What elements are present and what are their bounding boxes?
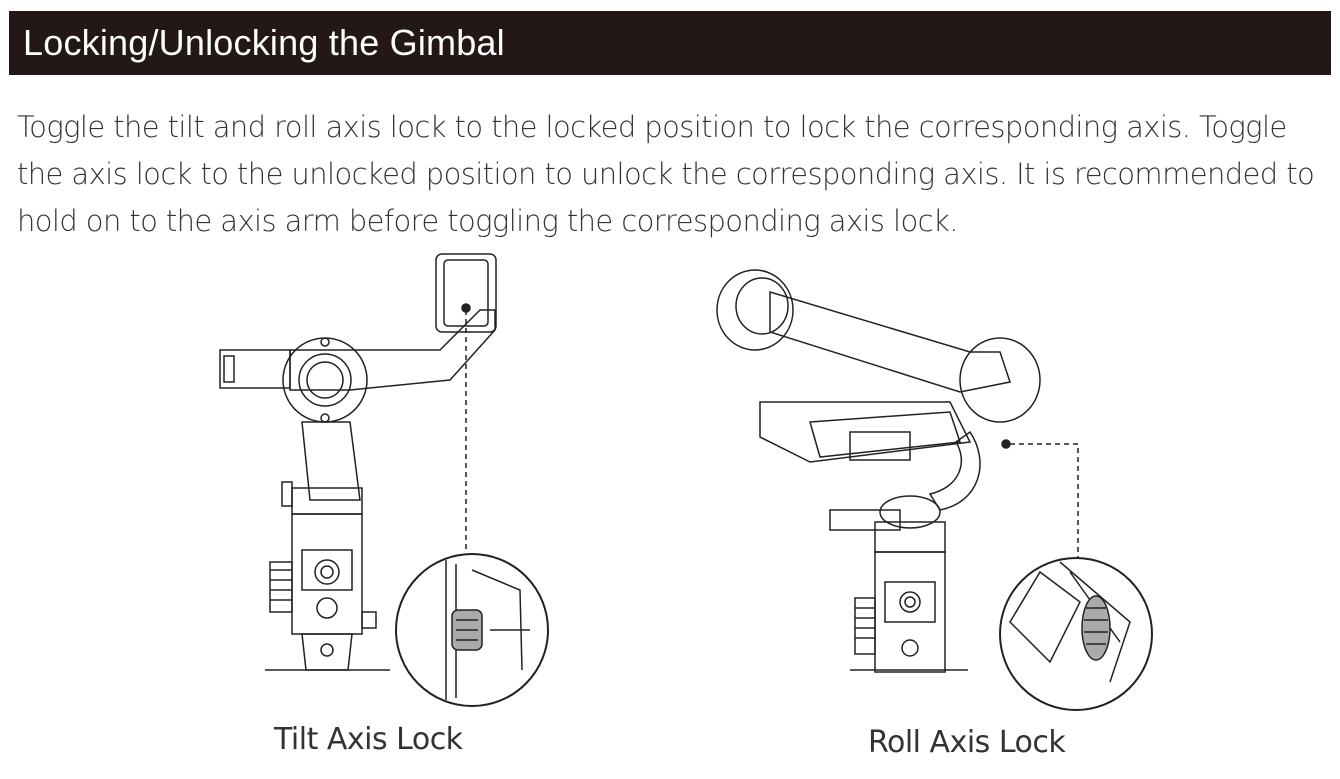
instruction-paragraph: Toggle the tilt and roll axis lock to th… [17,110,1315,238]
tilt-axis-caption: Tilt Axis Lock [274,722,463,757]
tilt-axis-figure [210,250,560,710]
section-header-bar: Locking/Unlocking the Gimbal [9,11,1331,75]
section-title: Locking/Unlocking the Gimbal [23,22,505,63]
gimbal-tilt-axis-illustration [219,253,549,707]
roll-axis-figure [710,262,1160,712]
roll-axis-caption: Roll Axis Lock [868,725,1066,760]
gimbal-roll-axis-illustration [716,269,1153,711]
